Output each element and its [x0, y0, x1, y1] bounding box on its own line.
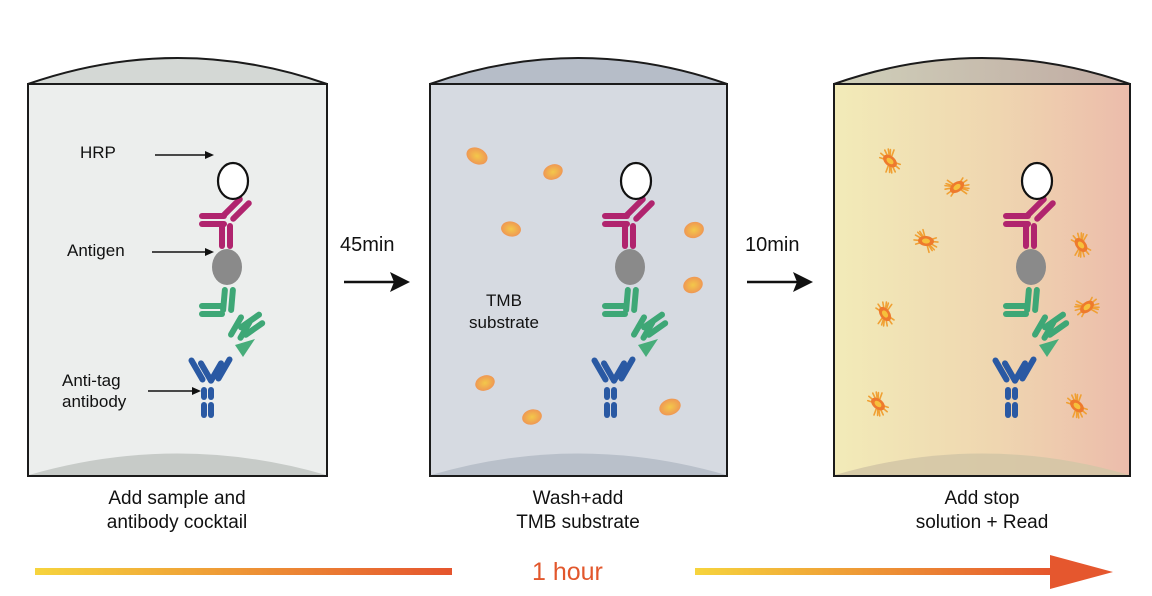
timeline-arrow-right: [695, 555, 1113, 589]
tmb-particles: [466, 147, 704, 425]
panel-1-well: [27, 57, 328, 477]
label-hrp: HRP: [80, 143, 116, 162]
label-anti-tag-antibody: Anti-tag antibody: [62, 371, 127, 411]
timeline-total-label: 1 hour: [532, 558, 603, 586]
step-time-2: 10min: [745, 234, 800, 256]
step-time-1: 45min: [340, 234, 395, 256]
step-arrow-2: [747, 272, 813, 292]
timeline-bar-left: [35, 568, 452, 575]
label-antigen: Antigen: [67, 241, 125, 260]
arrow-hrp: [155, 151, 214, 159]
caption-step-3: Add stop solution + Read: [915, 488, 1049, 533]
panel-2-well: [429, 57, 728, 477]
caption-step-1: Add sample and antibody cocktail: [106, 488, 248, 533]
arrow-antitag: [148, 387, 201, 395]
label-tmb-substrate: TMB substrate: [469, 291, 539, 332]
step-arrow-1: [344, 272, 410, 292]
arrow-antigen: [152, 248, 214, 256]
caption-step-2: Wash+add TMB substrate: [516, 488, 640, 533]
